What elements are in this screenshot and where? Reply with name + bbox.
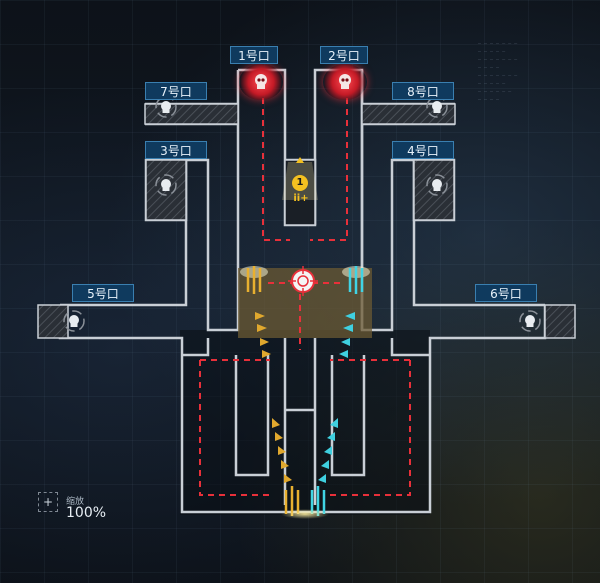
skull-icon[interactable] (323, 64, 367, 100)
operator-cyan-top (342, 266, 370, 294)
skull-icon[interactable] (239, 64, 283, 100)
hud-readout-decoration: — — — — — — —— — — — —— — — — — — —— — —… (478, 41, 518, 103)
gate-label-3[interactable]: 3号口 (145, 141, 207, 159)
gate-label-1[interactable]: 1号口 (230, 46, 278, 64)
entry-glow (281, 509, 329, 519)
zoom-value: 100% (66, 505, 107, 521)
objective-sub-icon: ii+ (293, 193, 309, 204)
gate-label-5[interactable]: 5号口 (72, 284, 134, 302)
objective-arrow (296, 157, 304, 163)
route-arrows-gold (255, 312, 292, 483)
gate-label-4[interactable]: 4号口 (392, 141, 454, 159)
gate-label-7[interactable]: 7号口 (145, 82, 207, 100)
operator-gold-top (240, 266, 268, 294)
crosshair-icon (288, 266, 318, 296)
central-building-shade (180, 330, 430, 515)
gate-label-6[interactable]: 6号口 (475, 284, 537, 302)
zoom-label: 缩放 (66, 497, 85, 507)
enemy-paths (199, 98, 411, 496)
objective-icon[interactable]: 1 (292, 175, 308, 191)
route-arrows-cyan (318, 312, 355, 483)
gate-label-2[interactable]: 2号口 (320, 46, 368, 64)
gate-label-8[interactable]: 8号口 (392, 82, 454, 100)
zoom-frame-icon[interactable]: + (38, 492, 58, 512)
